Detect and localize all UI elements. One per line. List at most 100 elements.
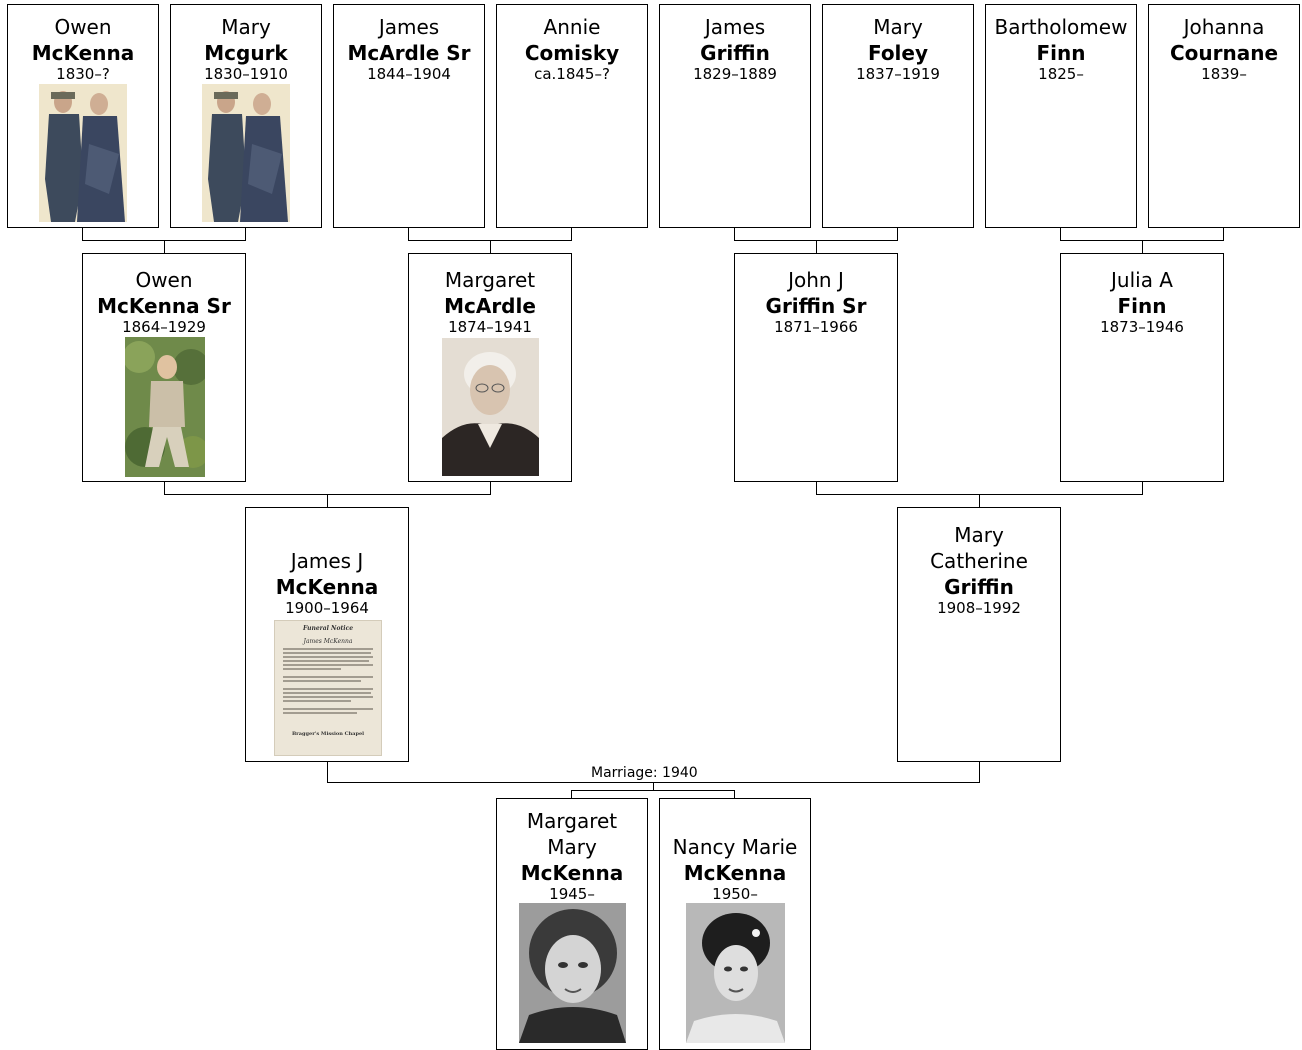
surname: Foley <box>867 41 929 65</box>
connector-line <box>408 228 409 240</box>
person-card-owen-mckenna-1830[interactable]: Owen McKenna 1830–? <box>7 4 159 228</box>
funeral-notice-image: Funeral Notice James McKenna Bragger's M… <box>274 620 382 756</box>
connector-line <box>82 228 83 240</box>
funeral-notice-name: James McKenna <box>303 638 353 645</box>
connector-line <box>571 790 735 791</box>
given-name-line-1: Mary <box>954 523 1004 547</box>
person-card-margaret-mcardle[interactable]: Margaret McArdle 1874–1941 <box>408 253 572 482</box>
connector-line <box>734 228 735 240</box>
person-card-mary-mcgurk[interactable]: Mary Mcgurk 1830–1910 <box>170 4 322 228</box>
connector-line <box>816 240 817 253</box>
connector-line <box>979 762 980 782</box>
connector-line <box>734 790 735 798</box>
given-name: James <box>378 15 440 39</box>
marriage-label: Marriage: 1940 <box>589 765 700 781</box>
portrait-photo <box>686 903 785 1043</box>
surname: Mcgurk <box>204 41 288 65</box>
life-years: 1837–1919 <box>856 65 940 83</box>
life-years: 1874–1941 <box>448 318 532 336</box>
person-card-james-griffin[interactable]: James Griffin 1829–1889 <box>659 4 811 228</box>
life-years: 1908–1992 <box>937 599 1021 617</box>
life-years: 1825– <box>1038 65 1084 83</box>
life-years: 1950– <box>712 885 758 903</box>
person-card-james-j-mckenna[interactable]: James J McKenna 1900–1964 Funeral Notice… <box>245 507 409 762</box>
person-card-bartholomew-finn[interactable]: Bartholomew Finn 1825– <box>985 4 1137 228</box>
life-years: ca.1845–? <box>534 65 610 83</box>
funeral-notice-heading: Funeral Notice <box>302 625 354 632</box>
given-name-line-1: Margaret <box>526 809 618 833</box>
given-name: Owen <box>54 15 112 39</box>
given-name: Mary <box>221 15 271 39</box>
person-card-james-mcardle-sr[interactable]: James McArdle Sr 1844–1904 <box>333 4 485 228</box>
connector-line <box>1223 228 1224 240</box>
connector-line <box>1060 228 1061 240</box>
life-years: 1871–1966 <box>774 318 858 336</box>
life-years: 1873–1946 <box>1100 318 1184 336</box>
connector-line <box>653 782 654 790</box>
given-name: Annie <box>543 15 601 39</box>
life-years: 1829–1889 <box>693 65 777 83</box>
given-name: Julia A <box>1111 268 1173 292</box>
given-name: James <box>704 15 766 39</box>
surname: McKenna <box>520 861 624 885</box>
connector-line <box>490 482 491 494</box>
life-years: 1830–1910 <box>204 65 288 83</box>
portrait-photo <box>519 903 626 1043</box>
surname: Griffin <box>700 41 770 65</box>
person-card-john-j-griffin-sr[interactable]: John J Griffin Sr 1871–1966 <box>734 253 898 482</box>
person-card-johanna-cournane[interactable]: Johanna Cournane 1839– <box>1148 4 1300 228</box>
life-years: 1900–1964 <box>285 599 369 617</box>
connector-line <box>164 482 165 494</box>
life-years: 1839– <box>1201 65 1247 83</box>
connector-line <box>327 494 328 507</box>
person-card-owen-mckenna-sr[interactable]: Owen McKenna Sr 1864–1929 <box>82 253 246 482</box>
surname: McArdle Sr <box>347 41 471 65</box>
connector-line <box>897 228 898 240</box>
given-name: Mary <box>873 15 923 39</box>
surname: Cournane <box>1169 41 1279 65</box>
surname: McKenna <box>31 41 135 65</box>
portrait-photo <box>125 337 205 477</box>
surname: McKenna <box>683 861 787 885</box>
surname: Finn <box>1117 294 1167 318</box>
life-years: 1830–? <box>56 65 110 83</box>
given-name: James J <box>290 549 364 573</box>
surname: Griffin Sr <box>765 294 867 318</box>
connector-line <box>245 228 246 240</box>
surname: Finn <box>1036 41 1086 65</box>
life-years: 1945– <box>549 885 595 903</box>
given-name-line-2: Catherine <box>930 549 1028 573</box>
given-name: Owen <box>135 268 193 292</box>
surname: McKenna <box>275 575 379 599</box>
given-name: Nancy Marie <box>672 835 798 859</box>
life-years: 1844–1904 <box>367 65 451 83</box>
notice-text-lines <box>283 648 373 714</box>
surname: Griffin <box>944 575 1014 599</box>
connector-line <box>1142 482 1143 494</box>
person-card-mary-catherine-griffin[interactable]: Mary Catherine Griffin 1908–1992 <box>897 507 1061 762</box>
connector-line <box>1142 240 1143 253</box>
connector-line <box>979 494 980 507</box>
given-name: Margaret <box>444 268 536 292</box>
connector-line <box>571 790 572 798</box>
given-name-line-2: Mary <box>547 835 597 859</box>
person-card-mary-foley[interactable]: Mary Foley 1837–1919 <box>822 4 974 228</box>
given-name: Bartholomew <box>994 15 1128 39</box>
couple-photo <box>39 84 127 222</box>
surname: McKenna Sr <box>97 294 231 318</box>
funeral-notice-chapel: Bragger's Mission Chapel <box>291 731 365 737</box>
connector-line <box>816 482 817 494</box>
connector-line <box>490 240 491 253</box>
person-card-julia-a-finn[interactable]: Julia A Finn 1873–1946 <box>1060 253 1224 482</box>
person-card-annie-comisky[interactable]: Annie Comisky ca.1845–? <box>496 4 648 228</box>
connector-line <box>327 762 328 782</box>
connector-line <box>164 240 165 253</box>
given-name: John J <box>788 268 844 292</box>
surname: Comisky <box>524 41 620 65</box>
portrait-photo <box>442 338 539 476</box>
person-card-nancy-marie-mckenna[interactable]: Nancy Marie McKenna 1950– <box>659 798 811 1050</box>
couple-photo <box>202 84 290 222</box>
person-card-margaret-mary-mckenna[interactable]: Margaret Mary McKenna 1945– <box>496 798 648 1050</box>
surname: McArdle <box>444 294 536 318</box>
